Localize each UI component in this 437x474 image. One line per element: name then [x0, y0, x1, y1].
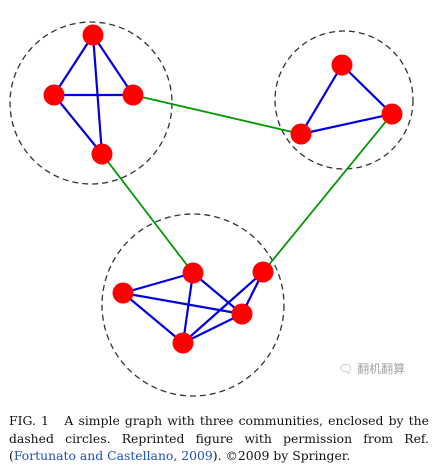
community-1-outline: [9, 21, 173, 185]
bridge-edge-a3-b2: [132, 94, 302, 135]
node-c5: [252, 261, 274, 283]
node-a1: [82, 24, 104, 46]
inter-community-edges: [101, 94, 393, 274]
wechat-icon: 🗨: [338, 362, 354, 376]
caption-label: FIG. 1: [9, 413, 49, 428]
figure-caption: FIG. 1 A simple graph with three communi…: [9, 412, 429, 465]
node-c2: [182, 262, 204, 284]
node-c3: [172, 332, 194, 354]
edge-c2-c3: [181, 272, 195, 344]
edge-c3-c5: [182, 271, 264, 344]
community-graph-figure: [9, 21, 414, 397]
bridge-edge-a4-c2: [101, 153, 194, 274]
edge-a1-a2: [53, 34, 94, 96]
caption-text-2: ). ©2009 by Springer.: [212, 448, 351, 463]
edge-c1-c4: [122, 291, 243, 316]
edge-b2-b3: [300, 112, 393, 136]
edge-a2-a4: [53, 94, 103, 155]
edge-c1-c3: [122, 292, 184, 344]
node-c1: [112, 282, 134, 304]
edge-b1-b2: [300, 64, 343, 135]
bridge-edge-b3-c5: [262, 113, 393, 273]
watermark: 🗨 翻机翻算: [338, 360, 405, 377]
node-a2: [43, 84, 65, 106]
node-a4: [91, 143, 113, 165]
edge-c2-c4: [192, 272, 243, 315]
edge-c1-c2: [122, 271, 194, 295]
edge-a1-a3: [92, 34, 134, 96]
graph-nodes: [43, 24, 403, 354]
node-b1: [331, 54, 353, 76]
intra-community-edges: [53, 34, 393, 344]
edge-c3-c4: [182, 313, 243, 344]
community-3-outline: [101, 213, 285, 397]
watermark-text: 翻机翻算: [357, 362, 406, 376]
community-outlines: [9, 21, 414, 397]
caption-text-1: A simple graph with three communities, e…: [9, 413, 429, 463]
edge-b1-b3: [341, 64, 393, 115]
citation-link[interactable]: Fortunato and Castellano, 2009: [13, 448, 213, 463]
node-b2: [290, 123, 312, 145]
node-b3: [381, 103, 403, 125]
node-c4: [231, 303, 253, 325]
community-2-outline: [274, 30, 414, 170]
node-a3: [122, 84, 144, 106]
